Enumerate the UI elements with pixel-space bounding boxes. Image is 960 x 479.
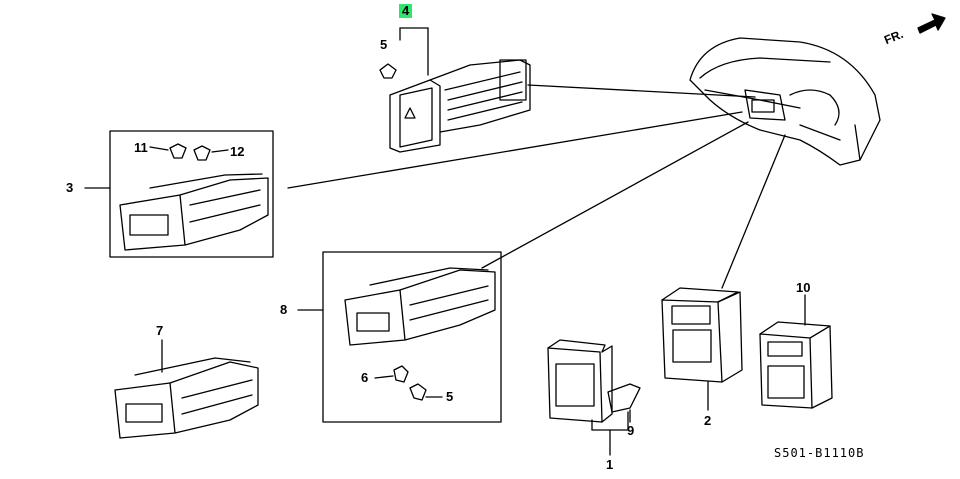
part-2-switch — [661, 287, 743, 383]
callout-3: 3 — [66, 180, 74, 195]
callout-9: 9 — [627, 423, 635, 438]
clip-6-icon — [393, 365, 409, 383]
part-1-switch — [547, 339, 613, 423]
part-10-switch — [759, 321, 833, 409]
callout-5-bottom: 5 — [446, 389, 454, 404]
dashboard-outline — [689, 37, 881, 166]
callout-7: 7 — [156, 323, 164, 338]
part-8-switch — [344, 267, 496, 346]
callout-4: 4 — [399, 4, 413, 18]
part-7-switch — [114, 357, 259, 439]
callout-12: 12 — [230, 144, 245, 159]
diagram-code: S501-B1110B — [774, 446, 865, 460]
clip-11-icon — [169, 143, 187, 159]
clip-12-icon — [193, 145, 211, 161]
leader-lines — [287, 84, 786, 289]
front-arrow-icon — [917, 13, 946, 34]
callout-10: 10 — [796, 280, 811, 295]
part-4-hazard-switch — [389, 59, 531, 153]
part-3-box — [109, 130, 274, 258]
callout-1: 1 — [606, 457, 614, 472]
part-9-clip — [607, 383, 641, 413]
callout-2: 2 — [704, 413, 712, 428]
callout-5-top: 5 — [380, 37, 388, 52]
callout-6: 6 — [361, 370, 369, 385]
callout-8: 8 — [280, 302, 288, 317]
clip-5-bottom-icon — [409, 383, 427, 401]
clip-5-top-icon — [379, 63, 397, 79]
callout-11: 11 — [134, 140, 148, 155]
part-3-switch — [119, 173, 269, 251]
part-8-box — [322, 251, 502, 423]
